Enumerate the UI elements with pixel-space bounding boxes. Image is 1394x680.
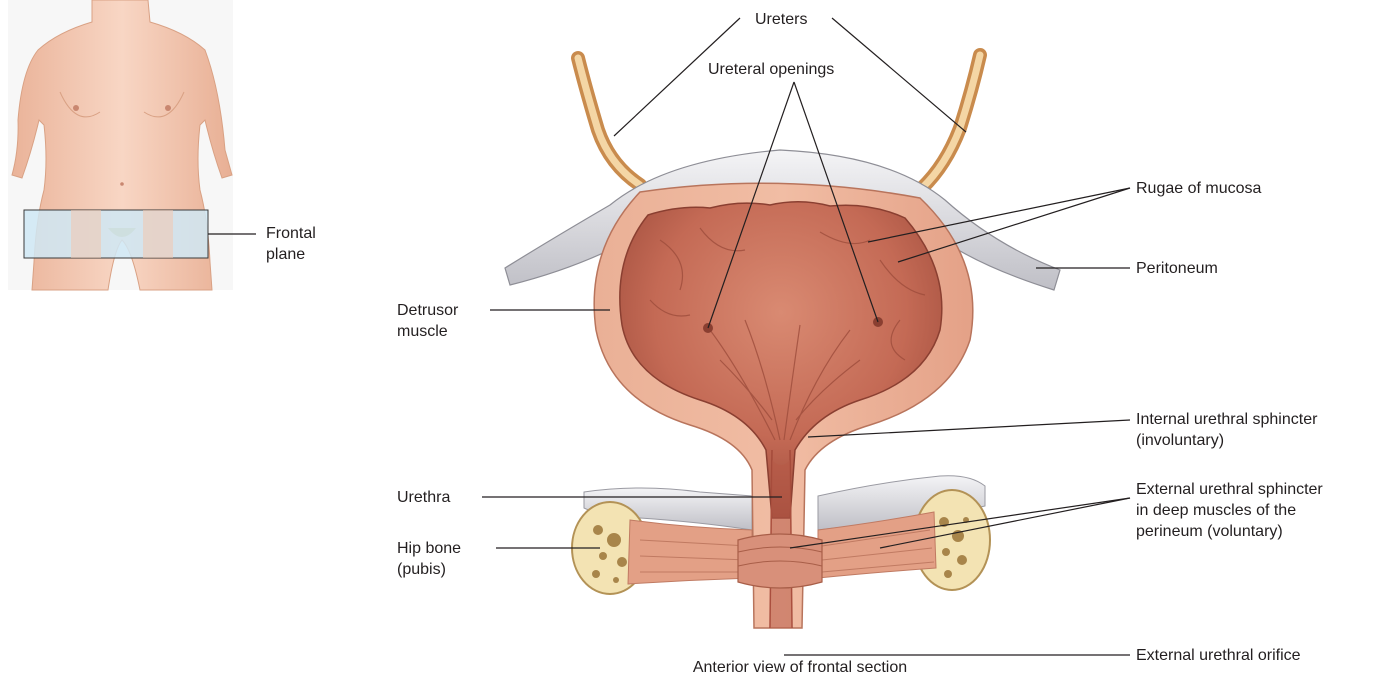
external-sphincter-label: External urethral sphincter in deep musc… xyxy=(1136,479,1323,542)
frontal-plane-marker xyxy=(24,210,208,258)
urethra-label: Urethra xyxy=(397,487,450,508)
frontal-plane-label: Frontal plane xyxy=(266,223,316,265)
navel xyxy=(120,182,124,186)
hip-bone-label: Hip bone (pubis) xyxy=(397,538,461,580)
ureteral-openings-label: Ureteral openings xyxy=(708,59,834,80)
perineal-muscle-left xyxy=(628,520,752,584)
rugae-label: Rugae of mucosa xyxy=(1136,178,1261,199)
ureter-right xyxy=(922,55,980,188)
internal-sphincter-label: Internal urethral sphincter (involuntary… xyxy=(1136,409,1317,451)
nipple-right xyxy=(165,105,171,111)
figure-caption: Anterior view of frontal section xyxy=(600,658,1000,678)
body-inset xyxy=(8,0,233,290)
external-orifice-label: External urethral orifice xyxy=(1136,645,1301,666)
peritoneum-label: Peritoneum xyxy=(1136,258,1218,279)
nipple-left xyxy=(73,105,79,111)
detrusor-label: Detrusor muscle xyxy=(397,300,458,342)
ureters-label: Ureters xyxy=(755,9,807,30)
ureter-left xyxy=(578,58,640,185)
